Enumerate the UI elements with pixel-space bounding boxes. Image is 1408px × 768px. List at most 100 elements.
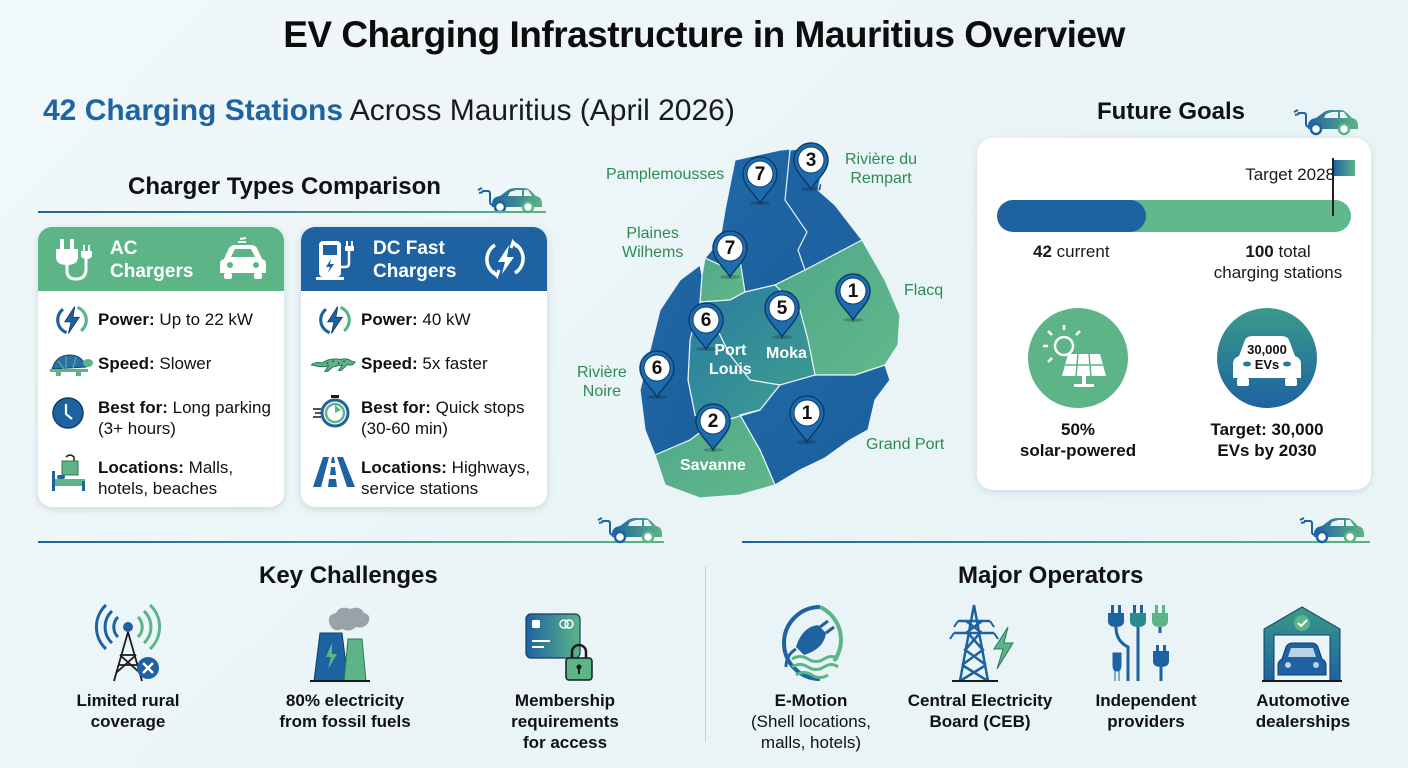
- row-value: Long parking (3+ hours): [98, 398, 271, 438]
- pin-flacq[interactable]: 1: [834, 273, 872, 323]
- label-line: Louis: [709, 361, 752, 378]
- goal-line: Target: 30,000: [1210, 420, 1324, 439]
- row-label: Speed:: [98, 354, 155, 373]
- power-pylon-icon: [949, 604, 1014, 683]
- pin-port-louis[interactable]: 6: [687, 302, 725, 352]
- label-line: Independent: [1095, 691, 1197, 710]
- label-line: Rivière du: [845, 151, 918, 168]
- label-line: Limited rural: [76, 691, 180, 710]
- vertical-divider: [705, 566, 706, 742]
- dc-title-line1: DC Fast: [373, 238, 445, 259]
- ev-car-icon: [596, 514, 662, 544]
- label-line: Plaines: [626, 225, 679, 242]
- label-line: coverage: [90, 712, 166, 731]
- pin-moka[interactable]: 5: [763, 290, 801, 340]
- pin-grand-port[interactable]: 1: [788, 395, 826, 445]
- row-label: Power:: [98, 310, 155, 329]
- goal-line: 50%: [1060, 420, 1096, 439]
- label-line: from fossil fuels: [279, 712, 411, 731]
- row-label: Locations:: [361, 458, 447, 477]
- label-line: Port: [714, 342, 747, 359]
- lightning-icon: [55, 305, 89, 335]
- turtle-icon: [50, 354, 93, 376]
- label-line: Central Electricity: [907, 691, 1053, 710]
- page-title: EV Charging Infrastructure in Mauritius …: [283, 14, 1125, 55]
- ac-power-row: Power: Up to 22 kW: [48, 305, 274, 335]
- section-divider: [38, 541, 664, 543]
- plug-wave-icon: [782, 605, 843, 681]
- row-value: Quick stops (30-60 min): [361, 398, 525, 438]
- pin-count: 2: [707, 411, 719, 432]
- label-line: Noire: [582, 383, 622, 400]
- label-line: dealerships: [1255, 712, 1351, 731]
- label-line: Membership: [514, 691, 616, 710]
- ev-car-icon: [476, 184, 542, 214]
- stations-subtitle-rest: Across Mauritius (April 2026): [343, 94, 735, 127]
- ac-locations-row: Locations: Malls, hotels, beaches: [48, 453, 274, 499]
- label-line: malls, hotels): [760, 733, 862, 752]
- label-line: E-Motion: [774, 691, 848, 710]
- ac-title-line1: AC: [110, 238, 138, 259]
- label-line: providers: [1107, 712, 1185, 731]
- card-lock-icon: [525, 613, 593, 681]
- pin-count: 1: [847, 281, 859, 302]
- badge-line: 30,000: [1247, 342, 1287, 357]
- label-moka: Moka: [766, 345, 807, 362]
- label-line: Wilhems: [622, 244, 684, 261]
- highway-icon: [313, 457, 355, 487]
- target-num: 100: [1245, 242, 1274, 261]
- dc-speed-row: Speed: 5x faster: [311, 349, 537, 379]
- row-value: Slower: [154, 354, 212, 373]
- pin-plaines-wilhems[interactable]: 7: [711, 230, 749, 280]
- charging-station-icon: [316, 241, 354, 280]
- pin-count: 1: [801, 403, 813, 424]
- pin-riviere-du-rempart[interactable]: 3: [792, 142, 830, 192]
- target-text: total: [1273, 242, 1311, 261]
- row-value: Highways, service stations: [361, 458, 531, 498]
- bed-shopping-bag-icon: [52, 454, 85, 491]
- row-label: Speed:: [361, 354, 418, 373]
- label-line: (Shell locations,: [750, 712, 871, 731]
- cheetah-icon: [311, 358, 357, 372]
- car-icon: [220, 237, 266, 279]
- plug-icon: [56, 239, 92, 281]
- label-pamplemousses: Pamplemousses: [606, 166, 725, 183]
- target-2028-label: Target 2028: [1245, 165, 1335, 184]
- stations-progress-bar: [997, 200, 1351, 232]
- pin-riviere-noire[interactable]: 6: [638, 350, 676, 400]
- charger-comparison-title: Charger Types Comparison: [128, 173, 441, 200]
- ev-car-icon: [1292, 106, 1358, 136]
- target-text2: charging stations: [1213, 263, 1343, 282]
- solar-panel-icon: [1028, 308, 1128, 408]
- pin-count: 6: [700, 310, 712, 331]
- row-value: Malls, hotels, beaches: [98, 458, 234, 498]
- ac-best-for-row: Best for: Long parking (3+ hours): [48, 393, 274, 439]
- current-text: current: [1051, 242, 1110, 261]
- fast-charge-icon: [485, 238, 525, 280]
- pin-savanne[interactable]: 2: [694, 403, 732, 453]
- lightning-icon: [318, 305, 352, 335]
- ev-car-icon: [1298, 514, 1364, 544]
- label-savanne: Savanne: [680, 457, 746, 474]
- pin-count: 7: [754, 164, 766, 185]
- operator-e-motion: E-Motion (Shell locations, malls, hotels): [721, 690, 901, 753]
- clock-icon: [52, 397, 84, 429]
- pin-pamplemousses[interactable]: 7: [741, 156, 779, 206]
- stations-count-highlight: 42 Charging Stations: [43, 94, 344, 127]
- row-label: Locations:: [98, 458, 184, 477]
- row-value: 40 kW: [417, 310, 471, 329]
- flag-icon: [1332, 158, 1355, 216]
- goal-line: EVs by 2030: [1217, 441, 1317, 460]
- garage-car-icon: [1262, 606, 1342, 682]
- row-label: Power:: [361, 310, 418, 329]
- row-value: Up to 22 kW: [154, 310, 253, 329]
